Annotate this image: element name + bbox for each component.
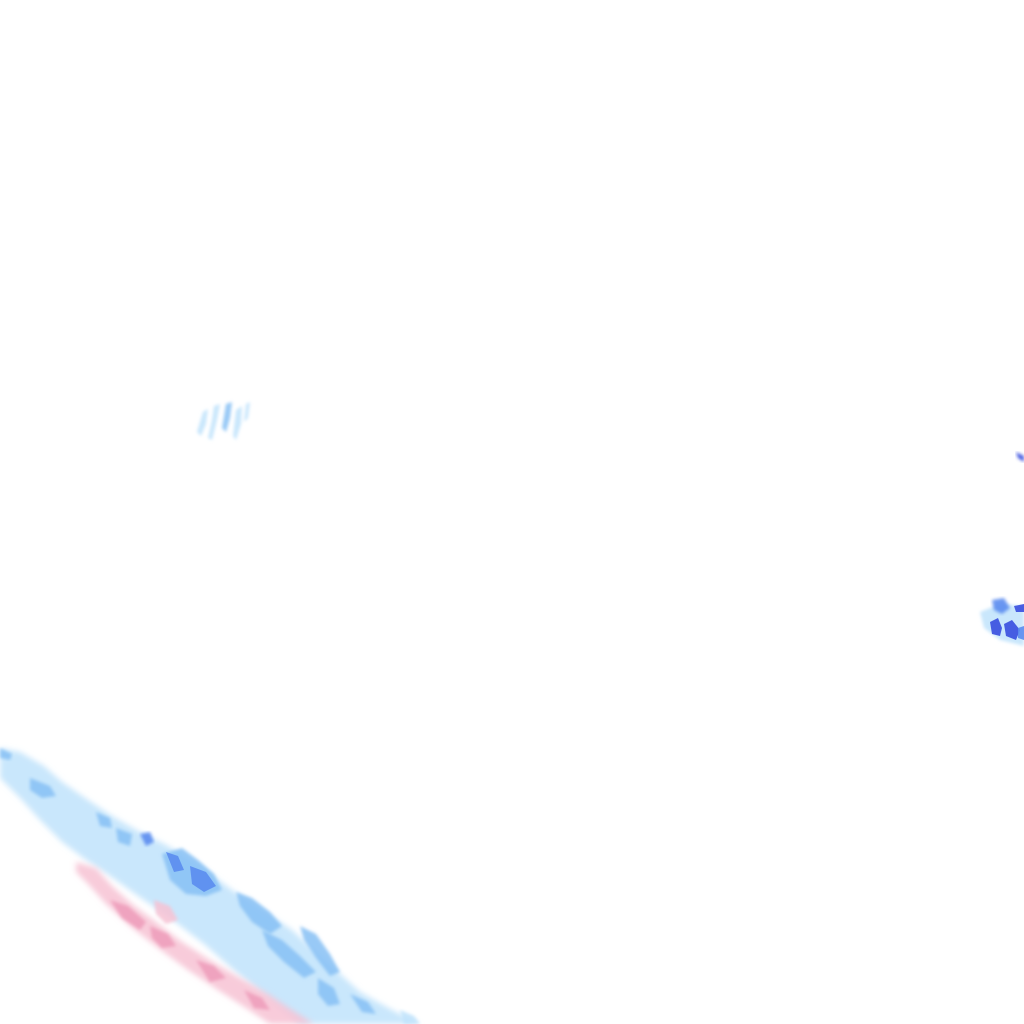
right-edge-rain-cell bbox=[980, 452, 1024, 646]
small-rain-cell bbox=[197, 402, 250, 440]
southwest-rain-band bbox=[0, 748, 420, 1024]
southwest-mixed-band bbox=[76, 862, 314, 1024]
